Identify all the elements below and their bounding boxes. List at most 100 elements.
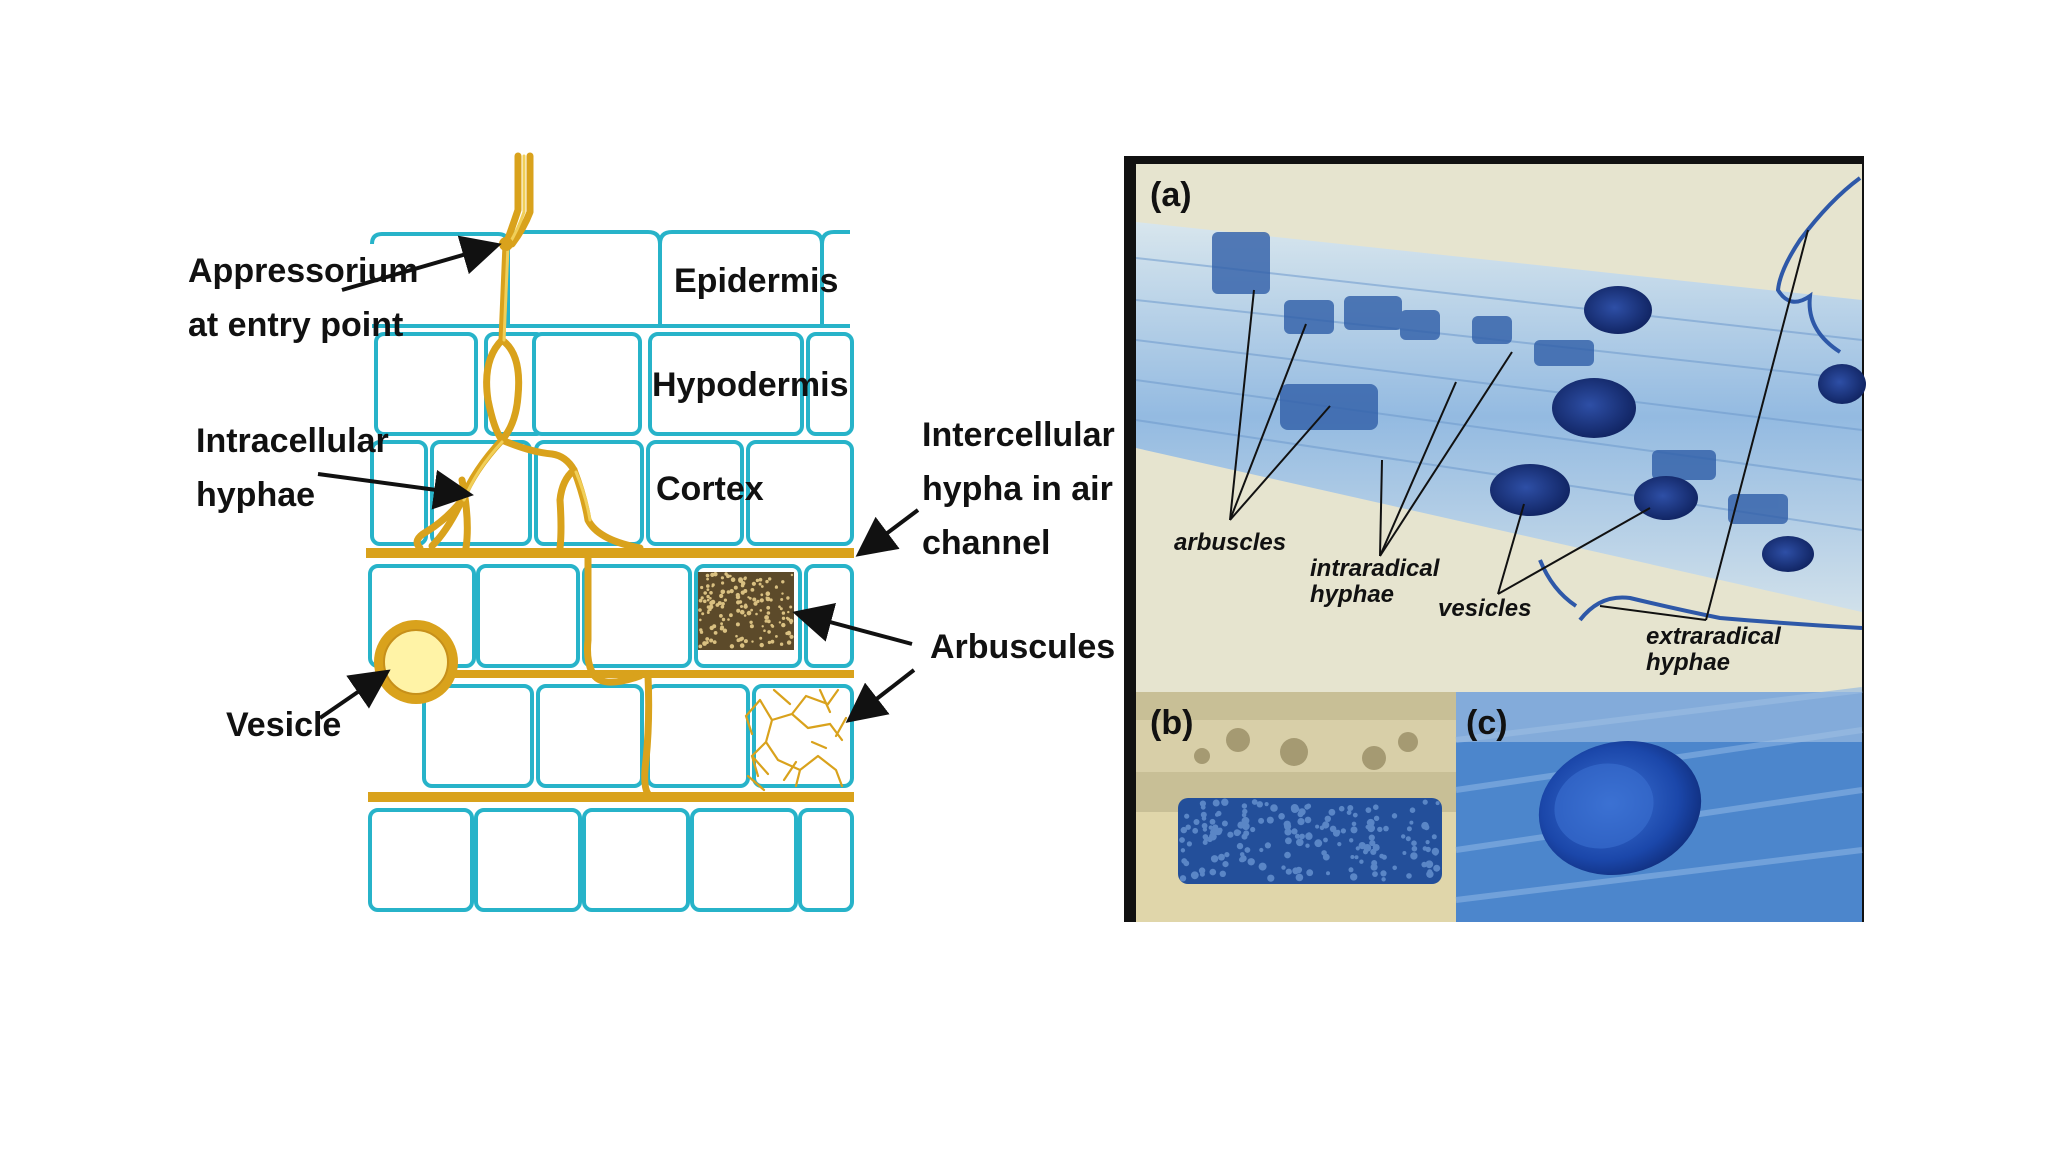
texture-dot	[719, 614, 723, 618]
label-appressorium-line2: at entry point	[188, 306, 403, 344]
texture-dot	[1201, 816, 1207, 821]
texture-dot	[761, 625, 764, 628]
texture-dot	[1326, 871, 1330, 876]
texture-dot	[1352, 812, 1358, 818]
texture-dot	[785, 616, 789, 620]
texture-dot	[1202, 827, 1208, 832]
texture-dot	[1411, 845, 1418, 852]
appressorium	[499, 237, 513, 251]
label-intercellular-line1: Intercellular	[922, 416, 1115, 454]
texture-dot	[733, 585, 738, 590]
texture-dot	[1241, 816, 1250, 825]
texture-dot	[1180, 826, 1188, 834]
texture-dot	[1199, 871, 1205, 877]
texture-dot	[768, 577, 772, 581]
texture-dot	[1244, 847, 1251, 853]
texture-dot	[1322, 853, 1330, 861]
texture-dot	[724, 572, 728, 576]
texture-dot	[710, 572, 715, 578]
texture-dot	[778, 621, 782, 624]
texture-dot	[789, 621, 793, 625]
texture-dot	[1433, 864, 1441, 872]
texture-dot	[1365, 824, 1370, 830]
texture-dot	[1221, 820, 1228, 827]
texture-dot	[1247, 858, 1255, 866]
texture-dot	[1435, 801, 1440, 806]
texture-dot	[1425, 840, 1430, 845]
texture-dot	[1267, 874, 1275, 882]
texture-dot	[780, 598, 784, 601]
arrow-arbuscule-branched	[845, 668, 916, 723]
texture-dot	[1264, 802, 1269, 807]
texture-dot	[736, 638, 741, 643]
texture-dot	[1368, 834, 1375, 841]
arbuscule-dense	[698, 572, 794, 650]
texture-dot	[1402, 851, 1407, 855]
texture-dot	[1340, 828, 1346, 834]
texture-dot	[1410, 852, 1418, 860]
texture-dot	[1433, 851, 1438, 856]
texture-dot	[719, 594, 723, 598]
texture-dot	[1221, 798, 1229, 806]
texture-dot	[1391, 813, 1398, 819]
air-channel-lower	[368, 792, 854, 802]
texture-dot	[1383, 825, 1389, 832]
label-arbuscules: Arbuscules	[930, 628, 1115, 666]
texture-dot	[706, 605, 711, 609]
texture-dot	[735, 594, 741, 600]
vesicle	[374, 620, 458, 704]
texture-dot	[790, 573, 794, 577]
texture-dot	[1338, 805, 1345, 812]
texture-dot	[752, 597, 757, 602]
texture-dot	[751, 640, 754, 643]
texture-dot	[1222, 861, 1229, 868]
texture-dot	[1299, 833, 1305, 840]
texture-dot	[1322, 821, 1330, 829]
texture-dot	[1290, 804, 1299, 812]
texture-dot	[1258, 817, 1265, 824]
texture-dot	[1285, 837, 1292, 845]
texture-dot	[1422, 799, 1428, 805]
texture-dot	[705, 637, 710, 641]
texture-dot	[764, 615, 769, 620]
texture-dot	[711, 583, 715, 587]
texture-dot	[1224, 852, 1230, 858]
texture-dot	[1291, 828, 1298, 835]
texture-dot	[1193, 819, 1200, 825]
texture-dot	[1350, 873, 1358, 881]
texture-dot	[1306, 869, 1314, 877]
panel-c: (c)	[1455, 687, 1863, 922]
texture-dot	[1370, 863, 1378, 871]
texture-dot	[770, 623, 774, 627]
texture-dot	[1346, 810, 1352, 815]
texture-dot	[709, 625, 714, 631]
texture-dot	[698, 608, 702, 612]
texture-dot	[1240, 855, 1247, 862]
texture-dot	[1209, 818, 1216, 825]
texture-dot	[1296, 838, 1304, 847]
texture-dot	[1190, 871, 1199, 880]
hypodermis-layer	[374, 332, 854, 436]
texture-dot	[1405, 836, 1411, 842]
texture-dot	[1372, 844, 1380, 851]
texture-dot	[760, 593, 764, 597]
texture-dot	[743, 577, 747, 581]
texture-dot	[1203, 838, 1208, 843]
texture-dot	[1297, 811, 1304, 818]
label-intraradical-line1: intraradical	[1310, 555, 1441, 582]
texture-dot	[702, 641, 707, 646]
texture-dot	[781, 622, 786, 628]
texture-dot	[703, 591, 707, 595]
texture-dot	[759, 609, 763, 612]
label-vesicle: Vesicle	[226, 706, 341, 744]
texture-dot	[1227, 831, 1234, 838]
texture-dot	[1210, 855, 1219, 863]
texture-dot	[1259, 847, 1264, 853]
texture-dot	[1266, 816, 1274, 824]
texture-dot	[1350, 826, 1358, 834]
texture-dot	[1365, 807, 1372, 813]
texture-dot	[766, 611, 771, 615]
texture-dot	[1377, 826, 1383, 833]
texture-dot	[740, 583, 745, 588]
texture-dot	[1212, 799, 1220, 807]
